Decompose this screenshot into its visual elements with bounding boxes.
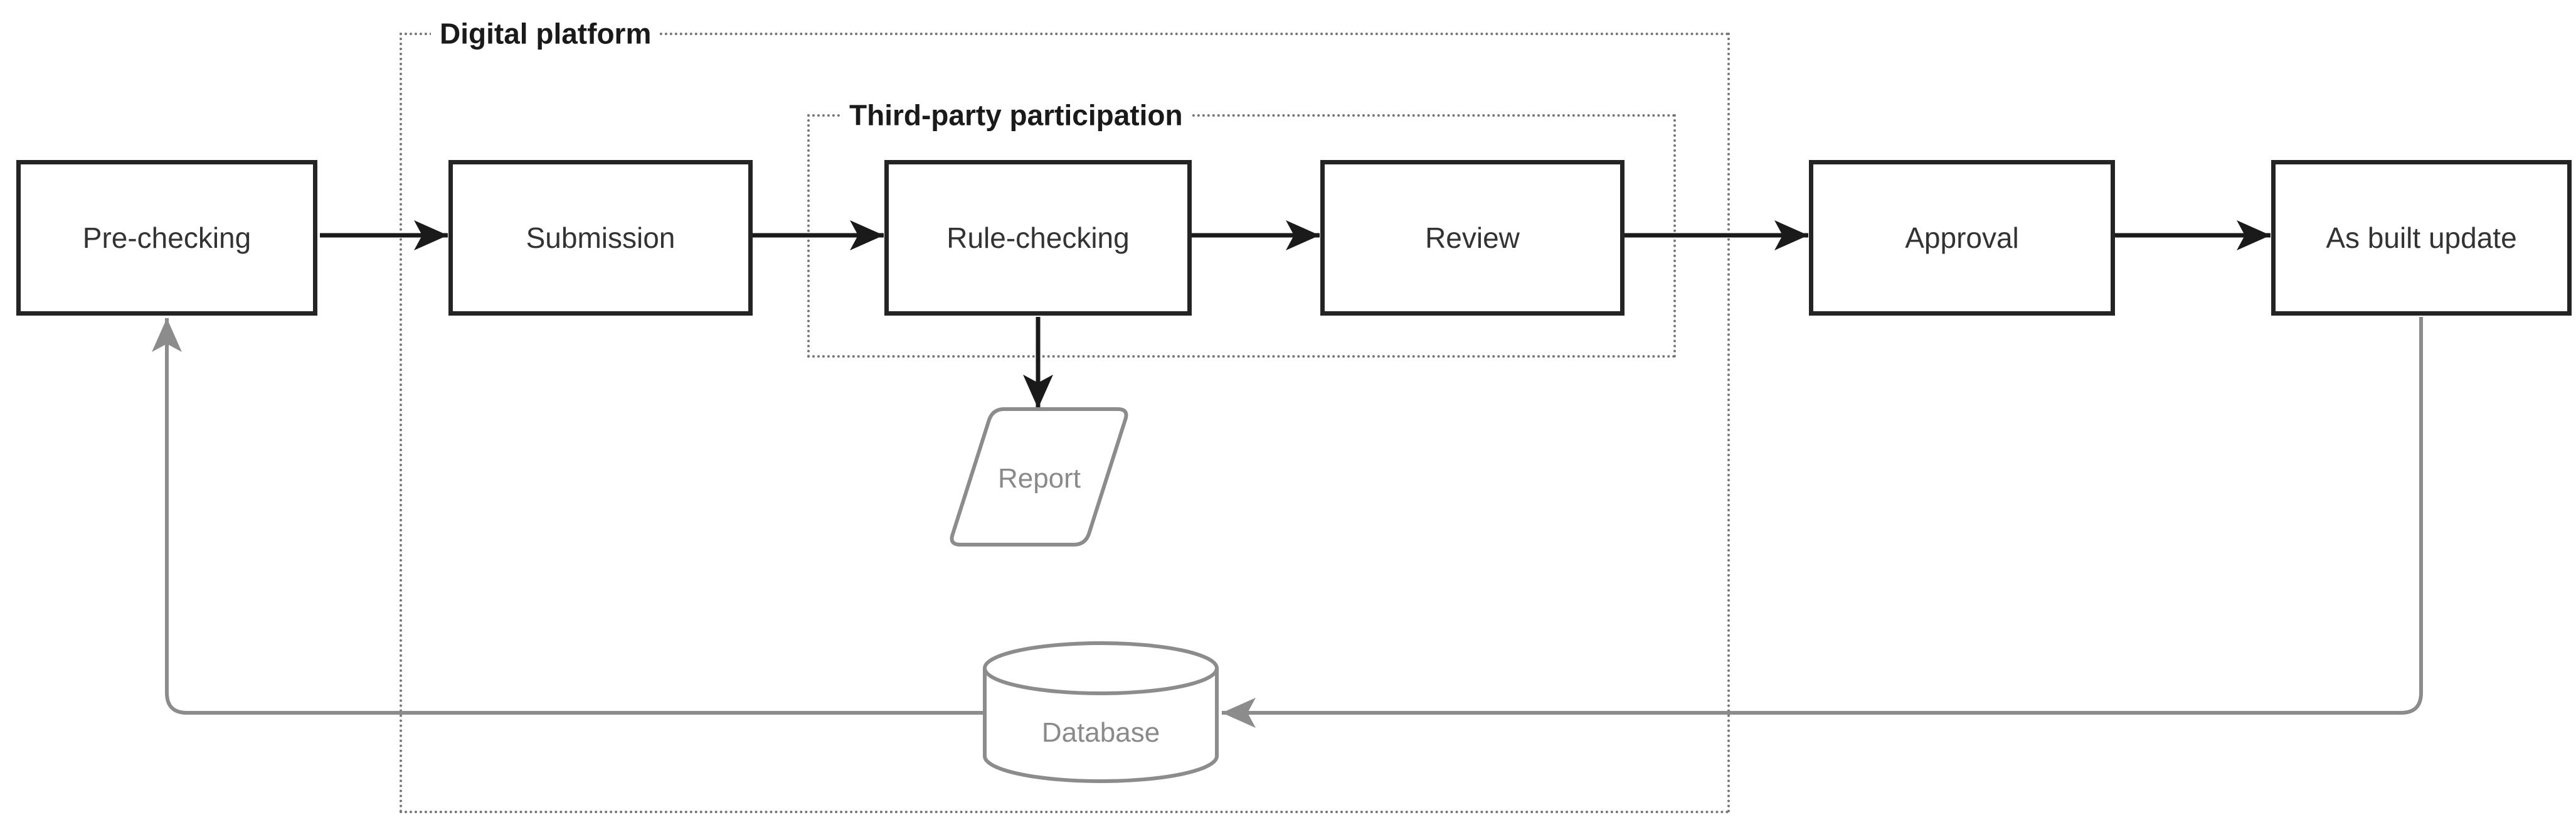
group-third-party-participation-label: Third-party participation: [840, 99, 1192, 132]
group-digital-platform: Digital platform: [400, 17, 1730, 813]
node-submission-label: Submission: [526, 221, 676, 254]
node-submission: Submission: [448, 160, 753, 316]
group-digital-platform-label: Digital platform: [431, 17, 660, 51]
node-pre-checking-label: Pre-checking: [82, 221, 252, 254]
database-label: Database: [1041, 717, 1160, 748]
node-rule-checking-label: Rule-checking: [946, 221, 1130, 254]
node-rule-checking: Rule-checking: [884, 160, 1192, 316]
node-approval: Approval: [1809, 160, 2115, 316]
node-approval-label: Approval: [1905, 221, 2019, 254]
report-label: Report: [997, 463, 1081, 494]
node-pre-checking: Pre-checking: [16, 160, 317, 316]
node-review-label: Review: [1425, 221, 1520, 254]
database-cylinder-body: [983, 668, 1219, 783]
node-as-built-update-label: As built update: [2326, 221, 2517, 254]
group-third-party-participation: Third-party participation: [807, 99, 1676, 358]
node-review: Review: [1320, 160, 1625, 316]
edge-database-to-pre-checking: [152, 318, 1004, 715]
report-parallelogram-shape: [950, 407, 1128, 547]
node-as-built-update: As built update: [2271, 160, 2572, 316]
edge-as-built-update-to-database: [1222, 317, 2423, 728]
database-cylinder-top: [983, 641, 1219, 695]
